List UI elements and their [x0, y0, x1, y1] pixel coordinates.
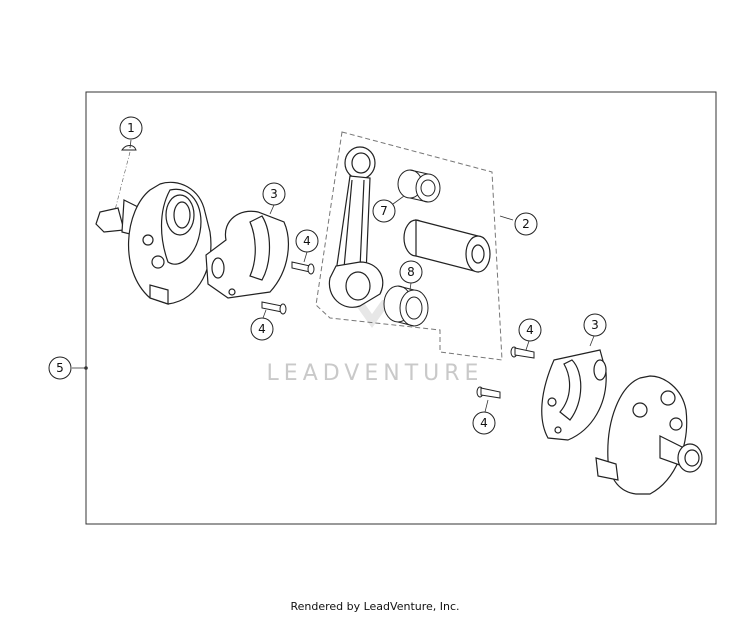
leader-4d: [484, 399, 489, 413]
callout-5: 5: [48, 356, 72, 380]
right-pin-upper: [510, 346, 535, 359]
woodruff-key: [121, 145, 137, 151]
svg-text:8: 8: [407, 265, 415, 279]
big-end-needle-bearing: [383, 285, 429, 327]
connecting-rod-assembly-outline: [315, 131, 503, 361]
diagram-frame: [85, 91, 717, 525]
watermark-text: LEADVENTURE: [267, 361, 484, 386]
leader-8: [409, 282, 412, 291]
svg-text:7: 7: [380, 204, 388, 218]
callout-4a: 4: [295, 229, 319, 253]
right-counterweight: [541, 349, 607, 441]
crank-pin: [403, 219, 491, 273]
right-pin-lower: [476, 386, 501, 399]
left-pin-lower: [261, 301, 287, 315]
svg-text:3: 3: [591, 318, 599, 332]
leader-1: [129, 139, 132, 149]
leader-5-dot: [84, 366, 88, 370]
callout-4c: 4: [518, 318, 542, 342]
leader-3a: [269, 204, 275, 215]
callout-3b: 3: [583, 313, 607, 337]
right-crank-half: [595, 375, 703, 495]
leader-4c: [525, 340, 530, 351]
leader-4b: [262, 309, 267, 319]
svg-text:5: 5: [56, 361, 64, 375]
connecting-rod: [328, 146, 384, 308]
svg-text:3: 3: [270, 187, 278, 201]
callout-7: 7: [372, 199, 396, 223]
svg-text:4: 4: [258, 322, 266, 336]
svg-text:4: 4: [526, 323, 534, 337]
left-counterweight: [205, 210, 289, 299]
svg-text:4: 4: [480, 416, 488, 430]
leader-3b: [589, 335, 595, 347]
svg-text:2: 2: [522, 217, 530, 231]
footer-credit: Rendered by LeadVenture, Inc.: [290, 600, 460, 613]
callout-3a: 3: [262, 182, 286, 206]
leader-7: [392, 195, 405, 205]
leader-2: [499, 215, 514, 221]
callout-1: 1: [119, 116, 143, 140]
svg-text:1: 1: [127, 121, 135, 135]
watermark-logo: [352, 300, 392, 328]
small-end-needle-bearing: [397, 169, 441, 203]
leader-4a: [303, 251, 308, 263]
leader-1-axis: [114, 151, 131, 211]
left-pin-upper: [291, 261, 315, 275]
svg-text:4: 4: [303, 234, 311, 248]
callout-2: 2: [514, 212, 538, 236]
callout-8: 8: [399, 260, 423, 284]
callout-4b: 4: [250, 317, 274, 341]
left-crank-half: [95, 181, 212, 305]
callout-4d: 4: [472, 411, 496, 435]
